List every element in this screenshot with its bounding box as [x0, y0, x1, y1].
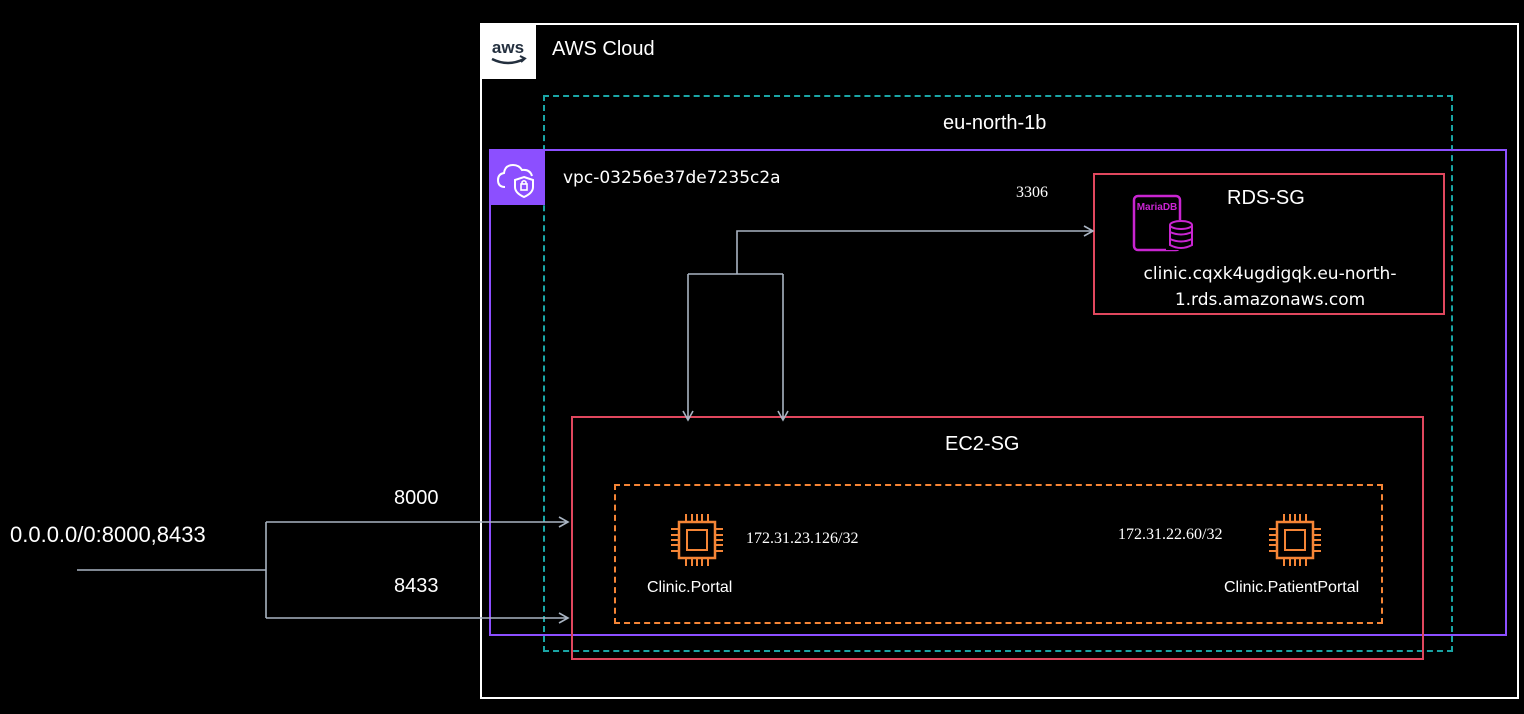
ingress-port-label: 8433 [394, 575, 439, 597]
availability-zone-label: eu-north-1b [943, 112, 1047, 134]
rds-sg-label: RDS-SG [1227, 187, 1305, 209]
availability-zone-group [543, 95, 1453, 652]
instance-ip-label: 172.31.22.60/32 [1118, 526, 1223, 543]
rds-endpoint-line2: 1.rds.amazonaws.com [1174, 290, 1366, 310]
mariadb-icon: MariaDB [1132, 194, 1198, 254]
ec2-sg-label: EC2-SG [945, 433, 1020, 455]
ec2-instance-icon [1266, 511, 1324, 569]
ec2-security-group [571, 416, 1424, 660]
vpc-id-label: vpc-03256e37de7235c2a [563, 168, 781, 188]
aws-cloud-label: AWS Cloud [552, 38, 655, 60]
instance-name-label: Clinic.Portal [647, 579, 733, 596]
rds-security-group [1093, 173, 1445, 315]
instance-name-label: Clinic.PatientPortal [1224, 579, 1360, 596]
aws-cloud-group [480, 23, 1519, 699]
rds-endpoint-line1: clinic.cqxk4ugdigqk.eu-north- [1143, 264, 1397, 284]
aws-logo-icon: aws [480, 23, 536, 79]
vpc-cloud-shield-icon [489, 149, 545, 205]
ingress-source-label: 0.0.0.0/0:8000,8433 [10, 522, 206, 547]
aws-logo-text: aws [492, 38, 524, 57]
instance-ip-label: 172.31.23.126/32 [746, 530, 859, 547]
mariadb-icon-text: MariaDB [1137, 202, 1178, 213]
vpc-group [489, 149, 1507, 636]
db-port-label: 3306 [1016, 184, 1048, 201]
ec2-instance-icon [668, 511, 726, 569]
rds-endpoint-label: clinic.cqxk4ugdigqk.eu-north- 1.rds.amaz… [1115, 261, 1425, 313]
db-connection-arrow [736, 225, 1095, 274]
ingress-port-label: 8000 [394, 487, 439, 509]
auto-scaling-group [614, 484, 1383, 624]
